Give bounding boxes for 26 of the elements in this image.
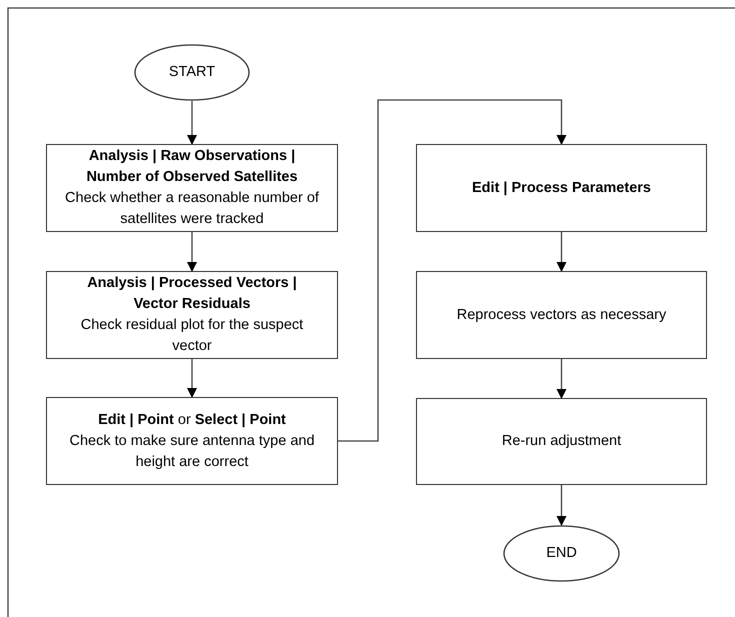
- process-box: [416, 271, 707, 359]
- process-box: [416, 398, 707, 485]
- step-description: Reprocess vectors as necessary: [456, 306, 666, 324]
- arrow: [556, 485, 566, 526]
- arrow: [338, 99, 566, 442]
- terminal-ellipse: [134, 44, 250, 101]
- step-description: Re-run adjustment: [502, 432, 622, 451]
- step-description: Check whether a reasonable number of satellites were tracked: [65, 189, 319, 229]
- arrow: [187, 232, 197, 272]
- process-box: [46, 271, 338, 359]
- step-heading: Edit | Point or Select | Point: [98, 410, 286, 430]
- step-heading: Edit | Process Parameters: [472, 178, 651, 198]
- step-heading: Analysis | Raw Observations | Number of Observed Satellites: [85, 147, 299, 187]
- step-heading: Analysis | Processed Vectors | Vector Residuals: [86, 274, 298, 314]
- process-box: [416, 144, 707, 232]
- arrow: [187, 359, 197, 398]
- step-description: Check to make sure antenna type and height are correct: [68, 432, 316, 472]
- arrow: [556, 359, 566, 399]
- arrow: [556, 232, 566, 272]
- step-description: Check residual plot for the suspect vector: [80, 316, 304, 356]
- arrow: [187, 101, 197, 145]
- terminal-label: END: [546, 544, 577, 563]
- terminal-label: START: [168, 63, 216, 82]
- process-box: [46, 144, 338, 232]
- terminal-ellipse: [503, 525, 620, 582]
- process-box: [46, 397, 338, 485]
